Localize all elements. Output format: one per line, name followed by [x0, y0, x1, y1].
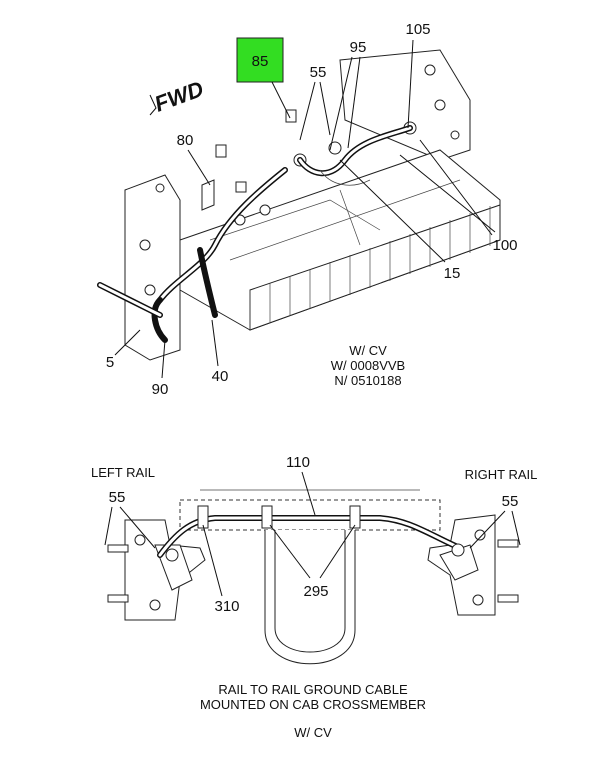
- callout-40: 40: [212, 368, 229, 385]
- left-rail-label: LEFT RAIL: [91, 465, 155, 480]
- callout-5: 5: [106, 354, 114, 371]
- forward-direction-indicator: FWD: [149, 76, 207, 117]
- callout-90: 90: [152, 381, 169, 398]
- note-line-3: N/ 0510188: [334, 373, 401, 388]
- caption-line-1: RAIL TO RAIL GROUND CABLE: [218, 682, 408, 697]
- note-line-2: W/ 0008VVB: [331, 358, 405, 373]
- callout-85-highlight: [236, 37, 284, 83]
- caption-line-2: MOUNTED ON CAB CROSSMEMBER: [200, 697, 426, 712]
- footnote: W/ CV: [294, 725, 332, 740]
- callout-110: 110: [286, 454, 310, 471]
- callout-295: 295: [303, 583, 328, 600]
- callout-80: 80: [177, 132, 194, 149]
- callout-55-right: 55: [502, 493, 519, 510]
- callout-55: 55: [310, 64, 327, 81]
- callout-55-left: 55: [109, 489, 126, 506]
- note-line-1: W/ CV: [349, 343, 387, 358]
- callout-100: 100: [492, 237, 517, 254]
- callout-310: 310: [214, 598, 239, 615]
- callout-15: 15: [444, 265, 461, 282]
- callout-95: 95: [350, 39, 367, 56]
- fwd-label: FWD: [151, 76, 207, 117]
- callout-105: 105: [405, 21, 430, 38]
- battery-assembly-illustration: [97, 49, 501, 361]
- right-rail-label: RIGHT RAIL: [465, 467, 538, 482]
- crossmember-illustration: [107, 489, 519, 665]
- callout-85: 85: [252, 53, 269, 70]
